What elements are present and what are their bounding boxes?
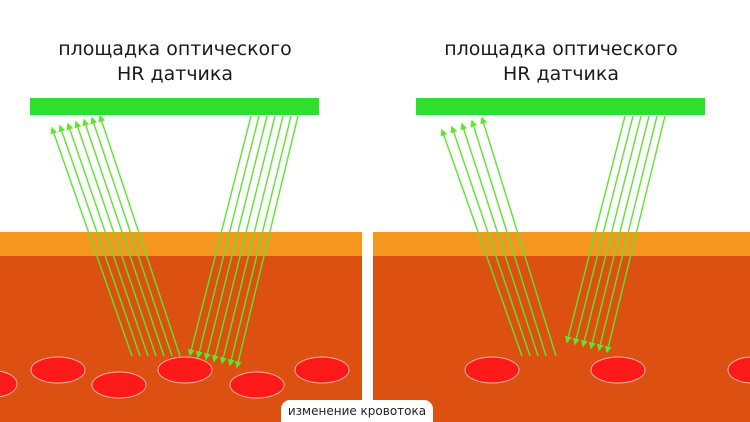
sensor-title-right: площадка оптического HR датчика: [416, 37, 706, 87]
blood-cell: [91, 371, 147, 399]
blood-flow-caption: изменение кровотока: [281, 400, 433, 422]
emitted-ray: [219, 115, 284, 365]
tissue-layer-right: [373, 256, 750, 422]
emitted-ray: [211, 115, 276, 363]
emitted-light-rays-left: [187, 115, 299, 369]
reflected-ray: [90, 116, 173, 357]
blood-cells-left: [0, 356, 350, 399]
reflected-ray: [58, 124, 141, 357]
sensor-title-line2: HR датчика: [502, 63, 620, 85]
emitted-ray: [565, 115, 626, 344]
blood-cell: [0, 370, 18, 398]
blood-cells-right: [464, 356, 750, 384]
reflected-ray: [74, 120, 157, 357]
tissue-layer-left: [0, 256, 362, 422]
sensor-title-line1: площадка оптического: [444, 38, 678, 60]
panel-left: [0, 98, 362, 422]
sensor-title-line1: площадка оптического: [58, 38, 292, 60]
reflected-ray: [470, 119, 547, 357]
panel-right: [373, 98, 750, 422]
emitted-light-rays-right: [565, 115, 666, 354]
blood-cell: [157, 356, 213, 384]
sensor-pad-left: [30, 98, 319, 115]
reflected-ray: [480, 116, 557, 357]
reflected-light-rays-left: [50, 114, 181, 357]
reflected-ray: [460, 122, 539, 357]
reflected-ray: [66, 122, 149, 357]
sensor-title-line2: HR датчика: [116, 63, 234, 85]
emitted-ray: [596, 115, 658, 352]
reflected-light-rays-right: [440, 116, 557, 357]
reflected-ray: [82, 118, 165, 357]
emitted-ray: [588, 115, 650, 350]
emitted-ray: [195, 115, 260, 359]
blood-cell: [464, 356, 520, 384]
skin-layer-right: [373, 232, 750, 256]
blood-cell: [590, 356, 646, 384]
reflected-ray: [440, 128, 523, 357]
reflected-ray: [98, 114, 181, 357]
reflected-ray: [450, 125, 531, 357]
emitted-ray: [227, 115, 292, 367]
skin-layer-left: [0, 232, 362, 256]
blood-cell: [30, 356, 86, 384]
emitted-ray: [203, 115, 268, 361]
emitted-ray: [604, 115, 666, 354]
blood-cell: [727, 356, 750, 384]
blood-cell: [229, 371, 285, 399]
sensor-pad-right: [416, 98, 705, 115]
blood-cell: [294, 356, 350, 384]
panel-divider: [362, 230, 373, 422]
emitted-ray: [187, 115, 252, 357]
sensor-title-left: площадка оптического HR датчика: [30, 37, 320, 87]
emitted-ray: [234, 115, 299, 369]
reflected-ray: [50, 126, 133, 357]
emitted-ray: [580, 115, 642, 348]
emitted-ray: [572, 115, 634, 346]
